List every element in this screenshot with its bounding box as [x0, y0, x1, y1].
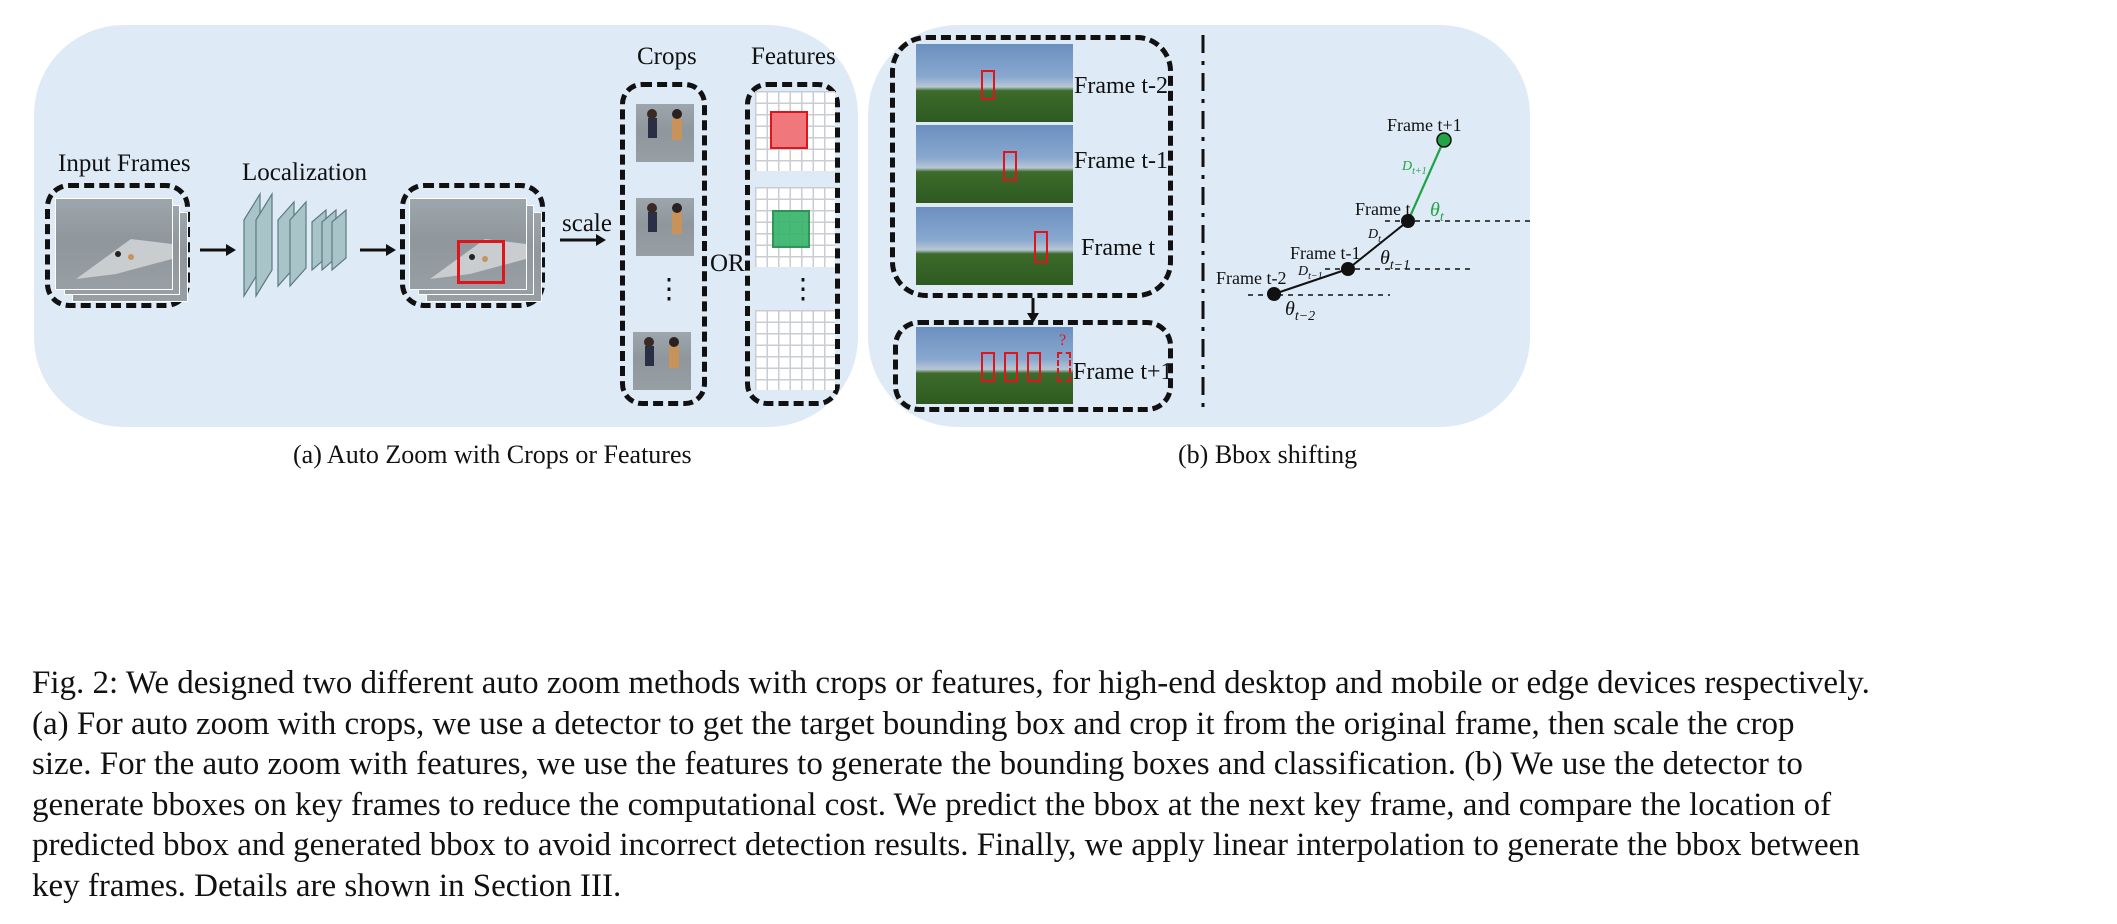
- panel-b-divider: [1201, 35, 1205, 415]
- prediction-frame-group: [893, 320, 1173, 412]
- traj-label-t-2: Frame t-2: [1216, 268, 1287, 288]
- localization-network-icon: [243, 191, 347, 299]
- arrow-to-detection: [360, 244, 396, 256]
- feature-green-region: [772, 210, 810, 248]
- arrow-to-prediction: [1027, 298, 1039, 323]
- crops-label: Crops: [637, 43, 697, 70]
- distance-label-t: Dt: [1368, 227, 1381, 245]
- prediction-question-mark: ?: [1059, 332, 1067, 349]
- aerial-scene-sketch: [76, 239, 172, 279]
- key-frame-t-label: Frame t: [1081, 235, 1155, 261]
- distance-label-t-1: Dt−1: [1298, 264, 1323, 282]
- point-t-2: [1267, 287, 1281, 301]
- feature-map-2: [755, 187, 835, 267]
- caption-line: (a) For auto zoom with crops, we use a d…: [32, 705, 1795, 742]
- predicted-bbox-1: [981, 352, 995, 382]
- key-frame-t-1-image: [916, 125, 1073, 203]
- caption-line: Fig. 2: We designed two different auto z…: [32, 665, 1870, 701]
- key-frames-group: [890, 35, 1173, 298]
- crop-people-sketch: [647, 109, 682, 140]
- angle-label-t-1: θt−1: [1380, 247, 1411, 273]
- key-frame-t-image: [916, 207, 1073, 285]
- crops-group: [620, 82, 707, 406]
- input-frame-image: [55, 198, 173, 290]
- caption-line: predicted bbox and generated bbox to avo…: [32, 827, 1860, 863]
- predicted-bbox-3: [1027, 352, 1041, 382]
- features-ellipsis: ⋮: [789, 274, 817, 305]
- key-frame-t-2-bbox: [981, 70, 995, 100]
- caption-line: generate bboxes on key frames to reduce …: [32, 786, 1832, 823]
- crops-ellipsis: ⋮: [655, 274, 683, 305]
- angle-label-t: θt: [1430, 199, 1444, 225]
- key-frame-t-1-bbox: [1003, 151, 1017, 181]
- or-label: OR: [710, 250, 745, 277]
- key-frame-t-bbox: [1034, 231, 1048, 263]
- predicted-bbox-4: [1057, 352, 1071, 382]
- features-group: [745, 82, 840, 406]
- detection-frame-image: [409, 198, 527, 290]
- traj-label-t+1: Frame t+1: [1387, 115, 1462, 135]
- point-t+1: [1436, 132, 1452, 148]
- panel-b-caption: (b) Bbox shifting: [1178, 440, 1358, 469]
- prediction-frame-label: Frame t+1: [1073, 359, 1173, 385]
- crop-image-3: [633, 332, 691, 390]
- input-frames-label: Input Frames: [58, 150, 191, 177]
- point-t-1: [1341, 262, 1355, 276]
- feature-red-region: [770, 111, 808, 149]
- point-t: [1401, 214, 1415, 228]
- traj-label-t: Frame t: [1355, 199, 1411, 219]
- crop-people-sketch: [644, 337, 679, 368]
- predicted-bbox-2: [1004, 352, 1018, 382]
- figure-caption: Fig. 2: We designed two different auto z…: [32, 663, 2092, 906]
- detected-bounding-box: [457, 240, 505, 284]
- key-frame-t-1-label: Frame t-1: [1074, 148, 1168, 174]
- panel-a-caption: (a) Auto Zoom with Crops or Features: [293, 440, 692, 469]
- crop-image-2: [636, 198, 694, 256]
- caption-line: size. For the auto zoom with features, w…: [32, 746, 1803, 782]
- segment-t-1-to-t: [1347, 220, 1409, 270]
- caption-line: key frames. Details are shown in Section…: [32, 867, 622, 904]
- scale-label: scale: [562, 210, 612, 237]
- localization-label: Localization: [242, 159, 367, 186]
- trajectory-diagram: [1248, 132, 1530, 301]
- crop-people-sketch: [647, 203, 682, 234]
- segment-t-2-to-t-1: [1273, 268, 1349, 295]
- key-frame-t-2-label: Frame t-2: [1074, 73, 1168, 99]
- traj-label-t-1: Frame t-1: [1290, 243, 1361, 263]
- detection-frames-group: [400, 183, 545, 308]
- arrow-to-localization: [200, 244, 236, 256]
- distance-label-t+1: Dt+1: [1402, 159, 1427, 177]
- segment-t-to-t+1: [1406, 139, 1446, 222]
- feature-map-3: [755, 310, 835, 390]
- crop-image-1: [636, 104, 694, 162]
- angle-label-t-2: θt−2: [1285, 298, 1316, 324]
- features-label: Features: [751, 43, 836, 70]
- arrow-scale: [560, 234, 606, 246]
